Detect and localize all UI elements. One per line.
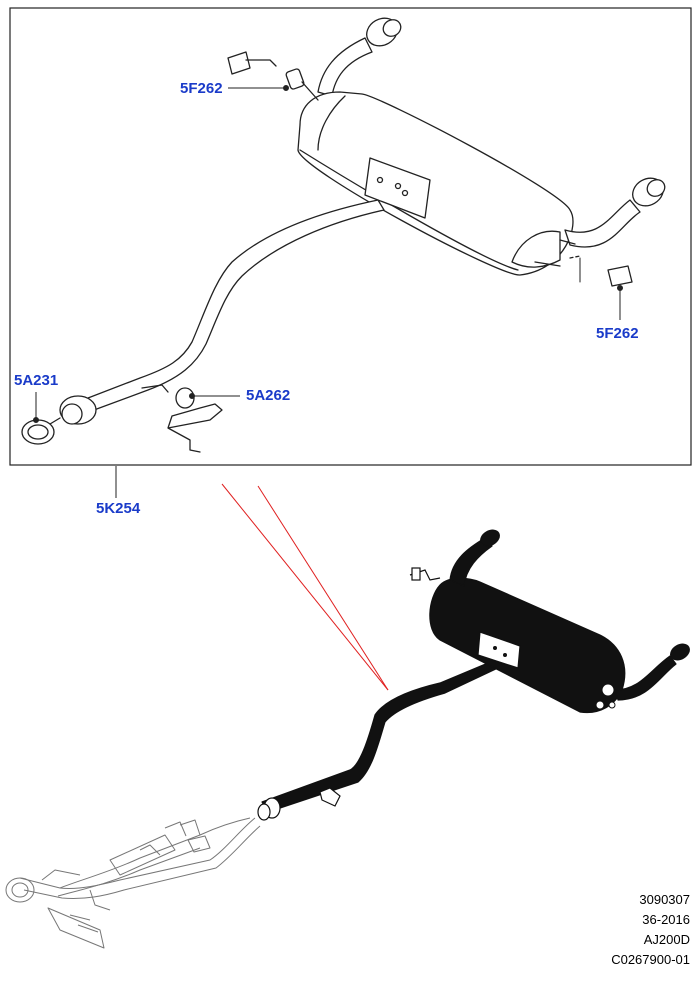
- callout-front-hanger: 5A262: [246, 387, 291, 404]
- callout-rear-hanger-left: 5F262: [180, 80, 223, 97]
- rear-hanger-left-bracket: [227, 51, 251, 75]
- detail-frame: [9, 7, 692, 466]
- red-leader-lines: [221, 483, 389, 691]
- tailpipe-right: [564, 199, 641, 248]
- callout-front-clamp: 5A231: [14, 372, 59, 389]
- rear-muffler: [297, 91, 574, 276]
- front-hanger-bracket: [167, 403, 223, 453]
- overview-muffler: [429, 577, 626, 714]
- rear-hanger-right-bracket: [607, 265, 633, 287]
- tailpipe-left: [317, 37, 373, 97]
- rear-hanger-left-isolator: [285, 68, 305, 90]
- leader-lines: [33, 85, 623, 498]
- highlighted-assembly: [261, 529, 690, 813]
- intermediate-pipe: [87, 199, 385, 411]
- front-pipe-context: [5, 817, 261, 949]
- ref-line-3: AJ200D: [643, 932, 690, 947]
- overview-exhaust-system: [5, 529, 690, 949]
- ref-line-4: C0267900-01: [611, 952, 690, 967]
- detail-exhaust-assembly: [21, 17, 666, 453]
- callout-rear-hanger-right: 5F262: [596, 325, 639, 342]
- ref-line-2: 36-2016: [642, 912, 690, 927]
- callout-assembly: 5K254: [96, 500, 141, 517]
- ref-line-1: 3090307: [639, 892, 690, 907]
- front-flange-context: [5, 877, 35, 903]
